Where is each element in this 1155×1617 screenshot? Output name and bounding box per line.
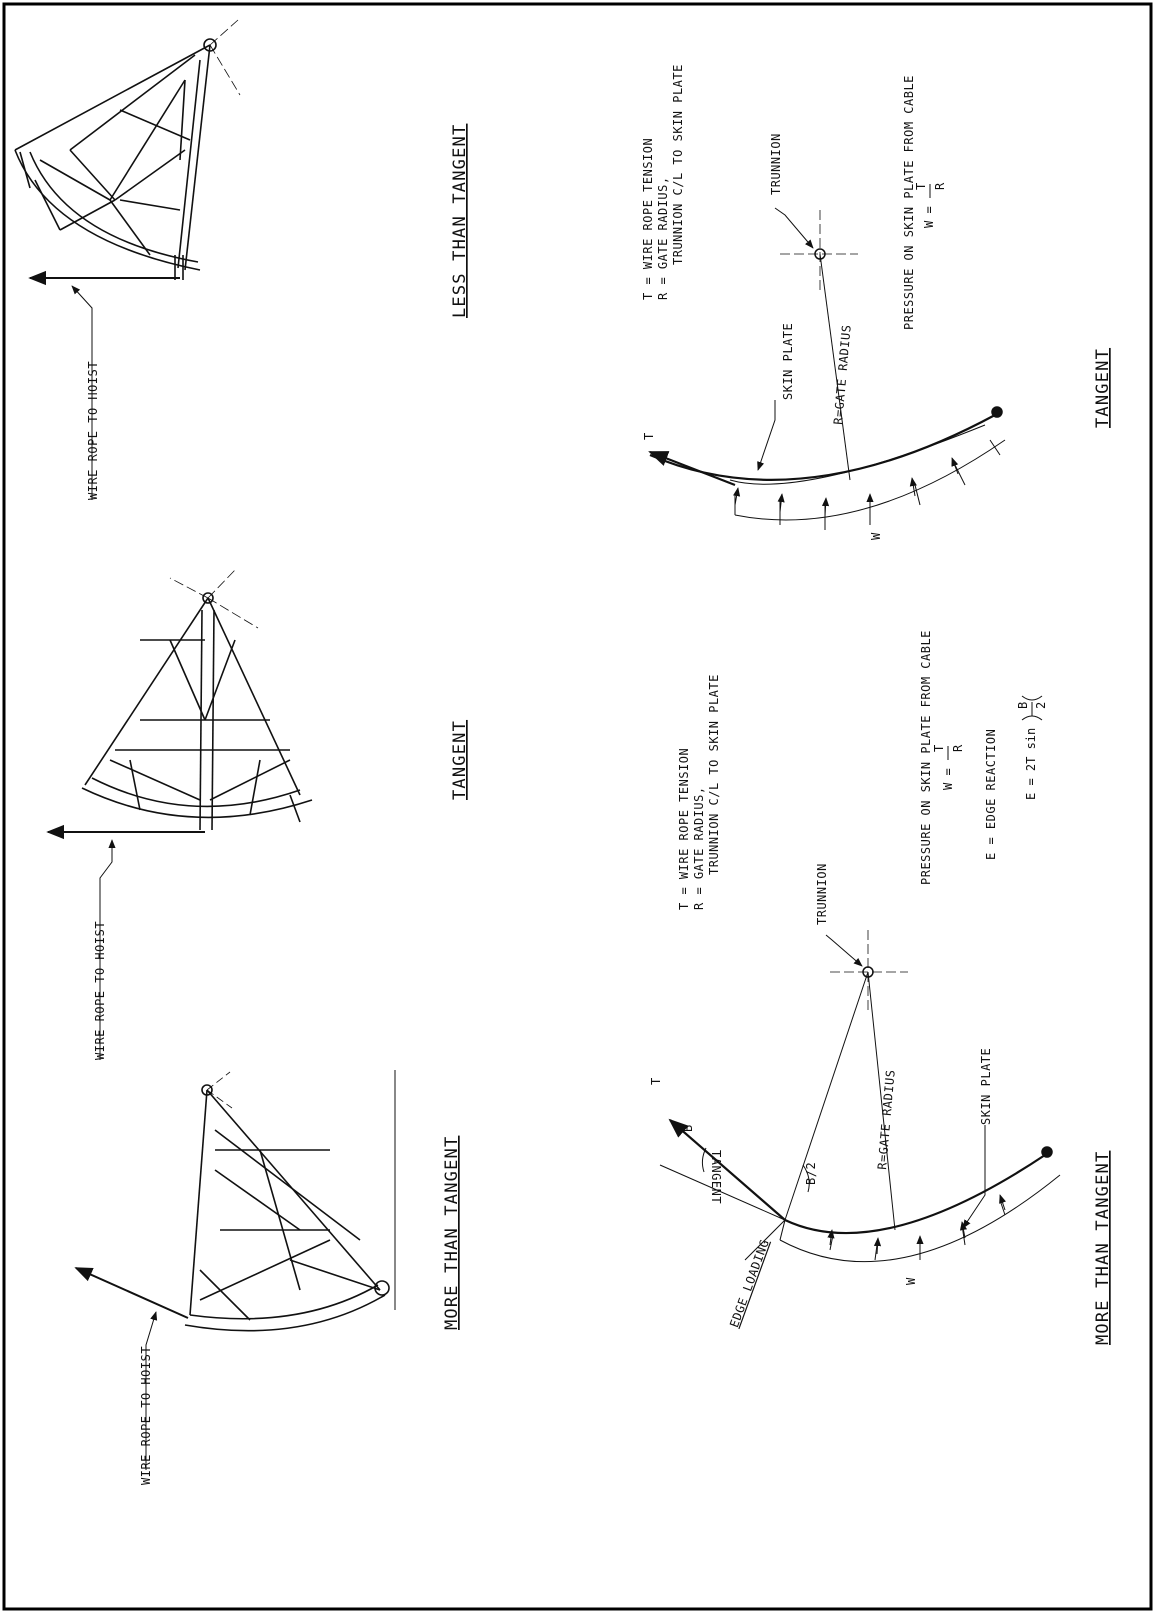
trunnion-label-left: TRUNNION bbox=[815, 863, 829, 925]
b2-label: B/2 bbox=[804, 1162, 818, 1185]
pressure-label-right: PRESSURE ON SKIN PLATE FROM CABLE bbox=[902, 75, 916, 330]
gate-more-than-tangent bbox=[184, 1070, 396, 1332]
legend-t-def: T = WIRE ROPE TENSION bbox=[641, 138, 655, 300]
skinplate-label-right: SKIN PLATE bbox=[781, 323, 795, 400]
caption-tangent-top: TANGENT bbox=[450, 720, 470, 800]
pressure-arrows-right bbox=[733, 457, 959, 517]
w-den-left: R bbox=[951, 744, 965, 752]
leader-line-2 bbox=[99, 839, 116, 1060]
pressure-arrows-left bbox=[827, 1194, 1006, 1255]
legend2-r-def: R = GATE RADIUS, bbox=[692, 786, 706, 910]
gate-tangent bbox=[81, 569, 313, 831]
hoist-rope-3 bbox=[74, 1267, 189, 1319]
leader-line-1 bbox=[71, 285, 93, 500]
caption-less-than-tangent: LESS THAN TANGENT bbox=[450, 124, 470, 318]
wire-rope-label-1: WIRE ROPE TO HOIST bbox=[86, 361, 100, 500]
leader-trunnion-right bbox=[774, 207, 814, 249]
tangent-small-label: TANGENT bbox=[709, 1150, 723, 1204]
e-paren-open bbox=[1021, 715, 1043, 721]
trunnion-label-right: TRUNNION bbox=[769, 133, 783, 195]
legend2-t-def: T = WIRE ROPE TENSION bbox=[677, 748, 691, 910]
formula-more-than-tangent: PRESSURE ON SKIN PLATE FROM CABLE W = T … bbox=[919, 630, 1048, 885]
leader-skinplate-right bbox=[757, 400, 776, 471]
e-frac-num: B bbox=[1016, 702, 1030, 709]
gate-less-than-tangent bbox=[14, 19, 241, 280]
b-label: B bbox=[681, 1124, 695, 1132]
w-num-left: T bbox=[932, 745, 946, 752]
e-formula: E = 2T sin bbox=[1024, 728, 1038, 800]
formula-tangent: PRESSURE ON SKIN PLATE FROM CABLE W = T … bbox=[902, 75, 947, 330]
t-label-left: T bbox=[649, 1077, 663, 1085]
e-frac-den: 2 bbox=[1034, 702, 1048, 709]
e-paren-close bbox=[1021, 695, 1043, 701]
gate-radius-label-left: R=GATE RADIUS bbox=[875, 1069, 898, 1170]
w-eq-left: W = bbox=[941, 768, 955, 790]
wire-rope-label-2: WIRE ROPE TO HOIST bbox=[93, 921, 107, 1060]
leader-line-3 bbox=[145, 1311, 158, 1470]
pressure-label-left: PRESSURE ON SKIN PLATE FROM CABLE bbox=[919, 630, 933, 885]
legend-r-def: R = GATE RADIUS, bbox=[656, 176, 670, 300]
tension-arrow-right bbox=[648, 450, 736, 487]
edge-loading-label: EDGE LOADING bbox=[727, 1237, 772, 1329]
legend-r-def2: TRUNNION C/L TO SKIN PLATE bbox=[671, 64, 685, 265]
caption-more-than-tangent-right: MORE THAN TANGENT bbox=[1093, 1151, 1113, 1345]
w-num-right: T bbox=[914, 183, 928, 190]
skinplate-label-left: SKIN PLATE bbox=[979, 1048, 993, 1125]
leader-skinplate-left bbox=[962, 1125, 986, 1229]
leader-trunnion-left bbox=[825, 934, 863, 967]
t-label-right: T bbox=[642, 432, 656, 440]
legend2-r-def2: TRUNNION C/L TO SKIN PLATE bbox=[707, 674, 721, 875]
w-label-right: W bbox=[869, 532, 883, 540]
caption-more-than-tangent-left: MORE THAN TANGENT bbox=[442, 1136, 462, 1330]
caption-tangent-right: TANGENT bbox=[1093, 348, 1113, 428]
tangent-analysis bbox=[649, 210, 1006, 530]
w-eq-right: W = bbox=[922, 206, 936, 228]
gate-radius-label-right: R=GATE RADIUS bbox=[831, 324, 854, 425]
more-than-tangent-analysis bbox=[659, 930, 1061, 1263]
w-den-right: R bbox=[933, 182, 947, 190]
w-label-left: W bbox=[904, 1277, 918, 1285]
wire-rope-label-3: WIRE ROPE TO HOIST bbox=[139, 1346, 153, 1485]
tension-arrow-left bbox=[668, 1118, 786, 1221]
legend-more-than-tangent: T = WIRE ROPE TENSION R = GATE RADIUS, T… bbox=[677, 674, 721, 910]
e-def: E = EDGE REACTION bbox=[984, 729, 998, 860]
legend-tangent: T = WIRE ROPE TENSION R = GATE RADIUS, T… bbox=[641, 64, 685, 300]
